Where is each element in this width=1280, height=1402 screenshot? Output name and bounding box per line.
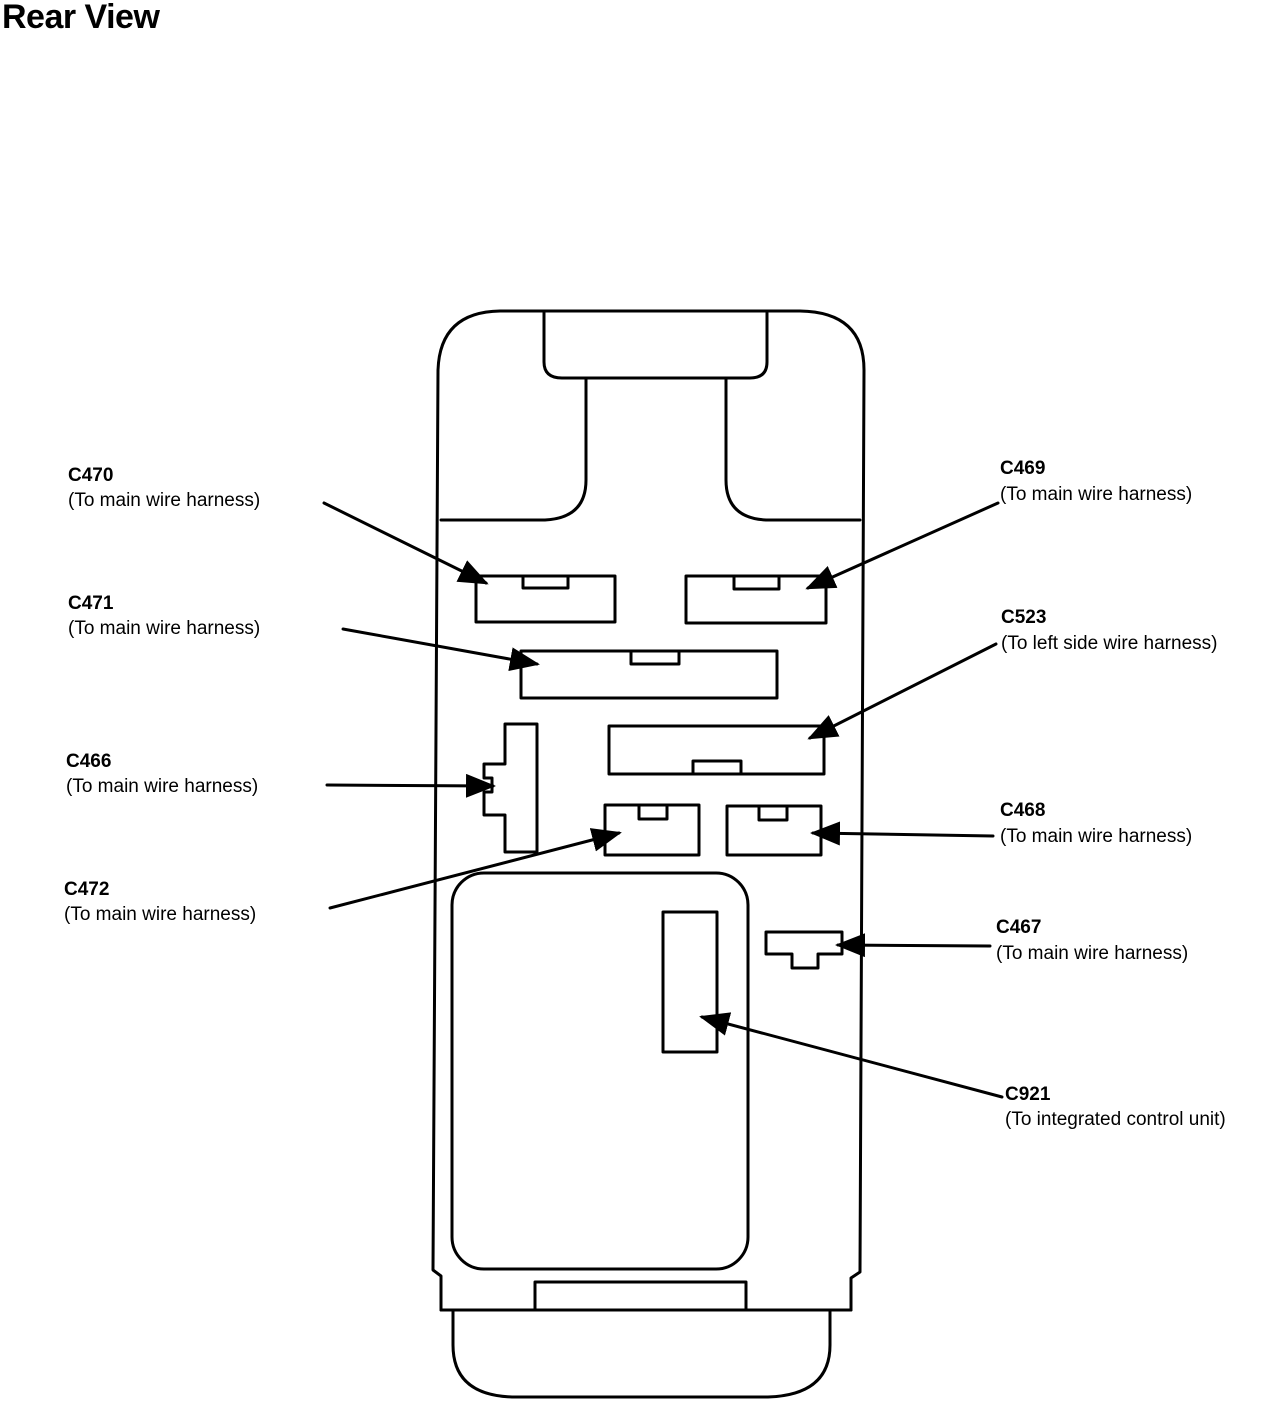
connector-description: (To main wire harness) <box>66 776 258 797</box>
label-c470: C470 (To main wire harness) <box>68 465 260 511</box>
arrow-c471 <box>341 627 540 672</box>
leader-arrows <box>322 501 1004 1099</box>
connector-id: C466 <box>66 751 111 772</box>
page-title: Rear View <box>2 0 160 36</box>
connector-c468-shape <box>725 804 823 857</box>
label-c472: C472 (To main wire harness) <box>64 879 256 925</box>
connector-c471-shape <box>519 649 779 700</box>
label-c467: C467 (To main wire harness) <box>996 917 1188 964</box>
connector-description: (To main wire harness) <box>1000 484 1192 505</box>
arrow-c467 <box>835 933 992 958</box>
arrow-c469 <box>805 501 1000 590</box>
connector-c472-shape <box>603 803 701 857</box>
arrow-c466 <box>325 773 496 798</box>
connector-c466-shape <box>482 722 539 854</box>
lower-compartment <box>450 871 750 1271</box>
connector-id: C467 <box>996 917 1041 938</box>
label-c921: C921 (To integrated control unit) <box>1005 1084 1226 1130</box>
connector-id: C471 <box>68 593 114 614</box>
connector-description: (To main wire harness) <box>64 904 256 925</box>
connector-description: (To main wire harness) <box>996 943 1188 964</box>
arrow-c921 <box>699 1012 1004 1099</box>
connector-id: C469 <box>1000 458 1045 479</box>
label-c471: C471 (To main wire harness) <box>68 593 260 639</box>
label-c466: C466 (To main wire harness) <box>66 751 258 797</box>
connector-description: (To integrated control unit) <box>1005 1109 1226 1130</box>
arrow-c470 <box>322 501 489 585</box>
connector-id: C470 <box>68 465 113 486</box>
label-c468: C468 (To main wire harness) <box>1000 800 1192 847</box>
arrow-c523 <box>807 642 998 740</box>
connector-id: C921 <box>1005 1084 1051 1105</box>
label-c469: C469 (To main wire harness) <box>1000 458 1192 505</box>
connector-id: C472 <box>64 879 109 900</box>
connector-c467-shape <box>764 930 844 970</box>
connector-c470-shape <box>474 574 617 624</box>
connector-c523-shape <box>607 724 826 776</box>
label-c523: C523 (To left side wire harness) <box>1001 607 1217 654</box>
connector-description: (To left side wire harness) <box>1001 633 1217 654</box>
connector-c469-shape <box>684 574 828 625</box>
arrow-c472 <box>328 828 622 910</box>
arrow-c468 <box>810 821 995 846</box>
housing-outline <box>431 309 866 1399</box>
connector-description: (To main wire harness) <box>68 490 260 511</box>
connector-description: (To main wire harness) <box>1000 826 1192 847</box>
connector-id: C468 <box>1000 800 1045 821</box>
connector-c921-shape <box>661 910 719 1054</box>
connector-description: (To main wire harness) <box>68 618 260 639</box>
connector-id: C523 <box>1001 607 1046 628</box>
